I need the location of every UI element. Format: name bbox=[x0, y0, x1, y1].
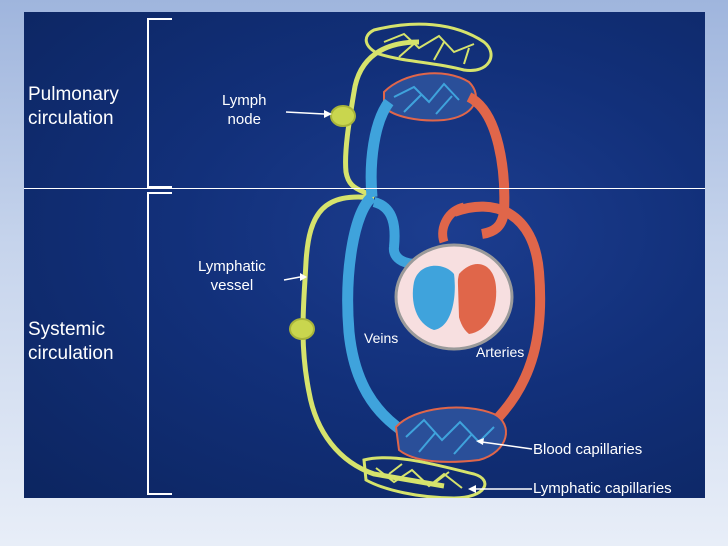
circulation-diagram bbox=[147, 18, 546, 498]
heart-right-side bbox=[412, 265, 455, 330]
pulmonary-blood-capillaries bbox=[383, 72, 477, 122]
vein-to-heart bbox=[372, 197, 427, 269]
pulmonary-artery-loop bbox=[466, 92, 510, 239]
blood-capillaries-label: Blood capillaries bbox=[533, 441, 643, 458]
aorta-loop bbox=[452, 201, 546, 426]
veins-label: Veins bbox=[364, 330, 399, 346]
arrow-lymph-node bbox=[285, 111, 325, 115]
pulmonary-bracket bbox=[147, 18, 172, 188]
arrow-blood-capillaries bbox=[481, 441, 533, 450]
lymphatic-capillaries-label: Lymphatic capillaries bbox=[533, 480, 672, 497]
systemic-lymph-capillaries bbox=[362, 456, 487, 498]
lymph-node-upper bbox=[330, 105, 356, 127]
systemic-bracket bbox=[147, 192, 172, 495]
pulmonary-lymph-capillaries bbox=[364, 22, 493, 72]
systemic-blood-capillaries bbox=[394, 406, 507, 463]
lymph-node-label: Lymph node bbox=[222, 92, 267, 128]
heart-left-side bbox=[456, 264, 497, 334]
lymphatic-vessel-label: Lymphatic vessel bbox=[198, 258, 266, 294]
diagram-panel: Pulmonary circulation Systemic circulati… bbox=[24, 12, 705, 498]
artery-from-heart bbox=[438, 202, 466, 244]
section-divider bbox=[24, 188, 705, 189]
systemic-circulation-label: Systemic circulation bbox=[28, 319, 114, 364]
pulmonary-vein-loop bbox=[365, 98, 394, 198]
heart-septum bbox=[454, 269, 460, 333]
lymph-node-lower bbox=[289, 318, 315, 340]
arteries-label: Arteries bbox=[476, 344, 525, 360]
vena-cava bbox=[342, 192, 408, 437]
pulmonary-circulation-label: Pulmonary circulation bbox=[28, 84, 119, 129]
arrow-lymphatic-vessel bbox=[283, 276, 301, 281]
